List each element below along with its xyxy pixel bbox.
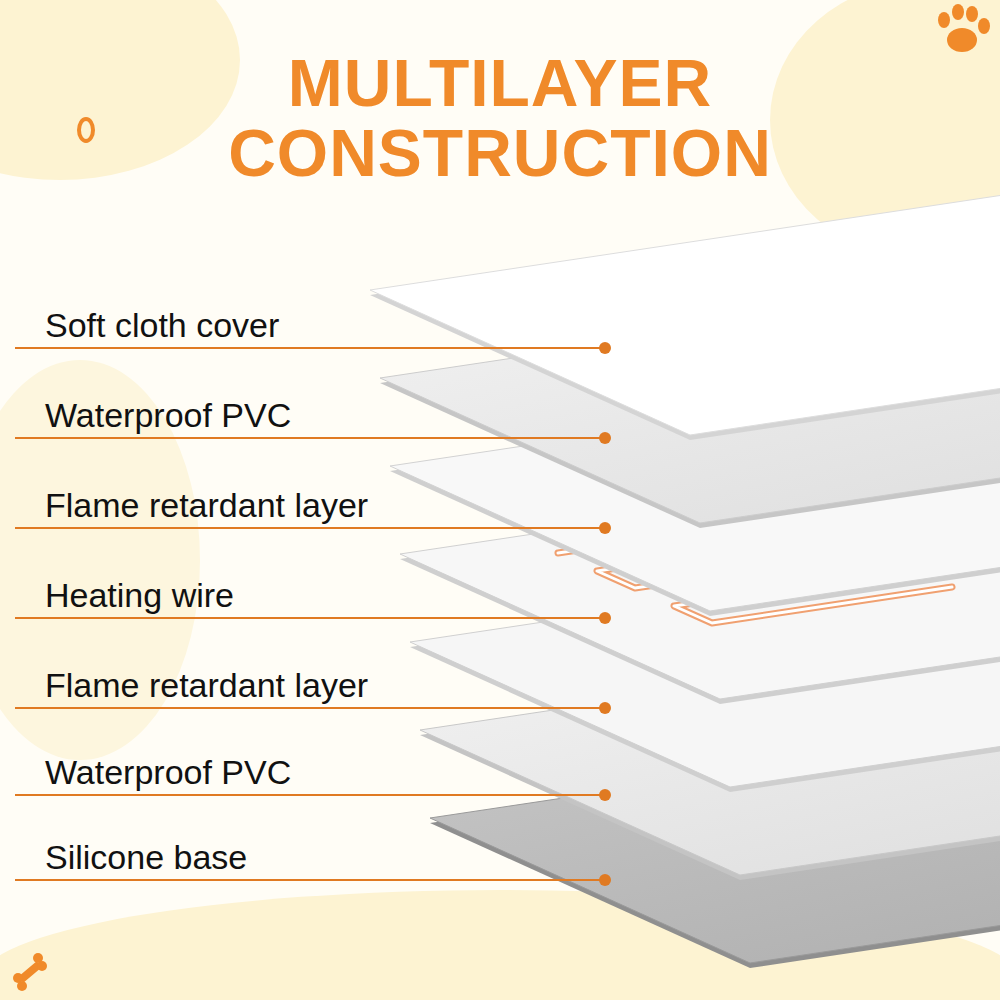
layer-label: Waterproof PVC (45, 752, 291, 792)
layer-label: Flame retardant layer (45, 665, 368, 705)
background-blob (0, 0, 240, 180)
layer-label: Waterproof PVC (45, 395, 291, 435)
leader-lines (15, 348, 605, 880)
title: MULTILAYER CONSTRUCTION (150, 48, 850, 188)
leader-dots (599, 342, 611, 886)
layer-stack (370, 170, 1000, 968)
ring-icon (79, 119, 93, 141)
layer-label: Heating wire (45, 575, 234, 615)
layer-label: Silicone base (45, 837, 247, 877)
layer-label: Soft cloth cover (45, 305, 279, 345)
bone-icon (13, 953, 47, 991)
paw-icon (938, 4, 990, 52)
layer-label: Flame retardant layer (45, 485, 368, 525)
